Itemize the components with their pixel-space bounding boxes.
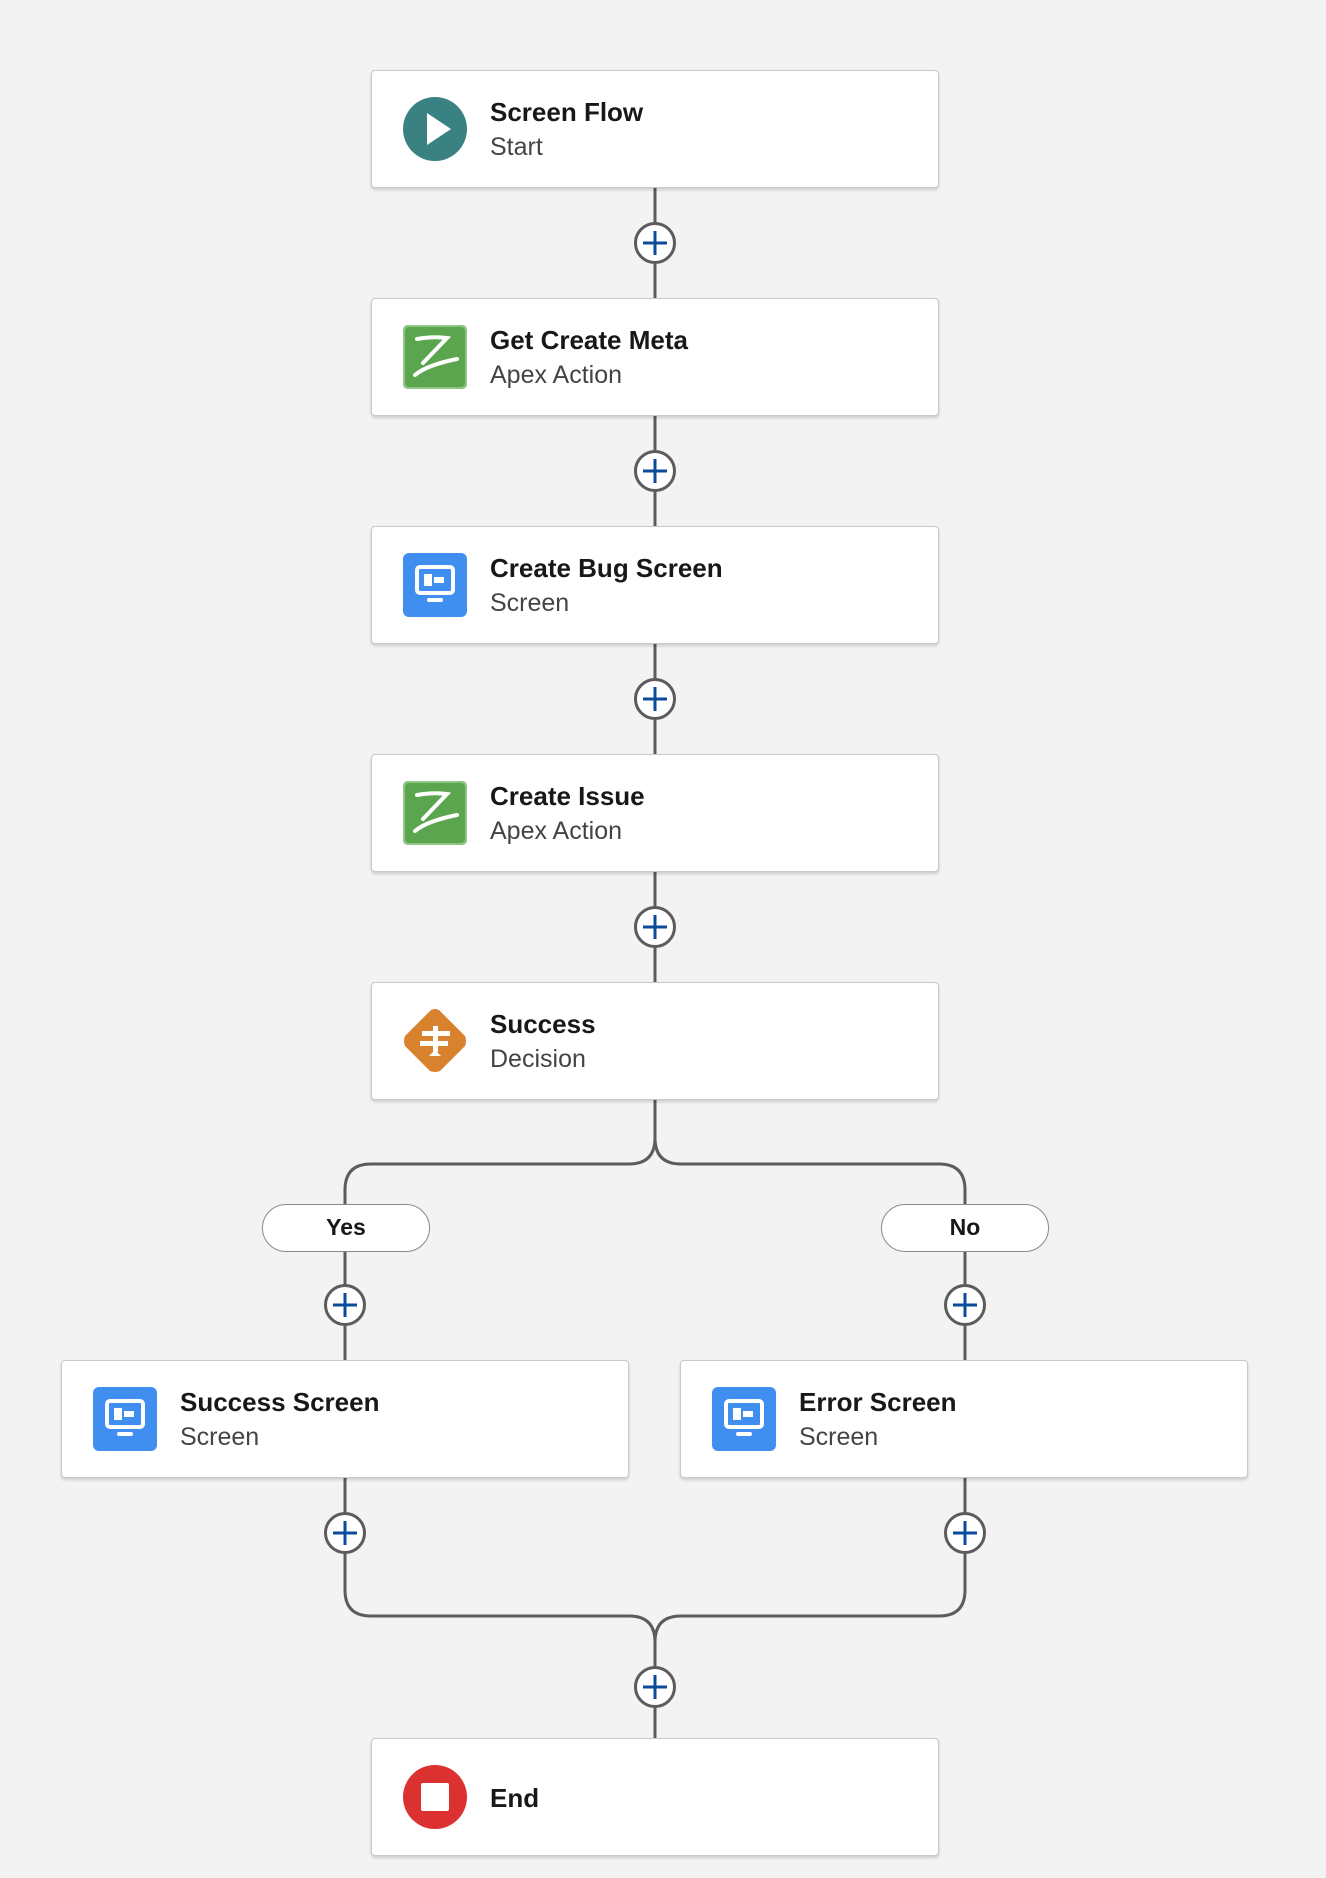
connector-error-screen-to-merge	[653, 1478, 967, 1738]
node-type: Decision	[490, 1045, 586, 1073]
add-element-button-before-end[interactable]	[634, 1666, 676, 1708]
node-success-decision[interactable]: Success Decision	[371, 982, 939, 1100]
node-type: Apex Action	[490, 361, 623, 389]
add-element-button-no[interactable]	[944, 1284, 986, 1326]
screen-icon	[93, 1387, 157, 1451]
decision-icon	[403, 1009, 467, 1073]
add-element-button[interactable]	[634, 450, 676, 492]
add-element-button[interactable]	[634, 906, 676, 948]
branch-label-yes[interactable]: Yes	[262, 1204, 430, 1252]
node-title: Get Create Meta	[490, 325, 688, 355]
screen-icon	[403, 553, 467, 617]
node-error-screen[interactable]: Error Screen Screen	[680, 1360, 1248, 1478]
add-element-button-after-success[interactable]	[324, 1512, 366, 1554]
screen-icon	[712, 1387, 776, 1451]
node-create-issue[interactable]: Create Issue Apex Action	[371, 754, 939, 872]
node-type: Screen	[490, 589, 570, 617]
node-title: Create Bug Screen	[490, 553, 723, 583]
add-element-button-yes[interactable]	[324, 1284, 366, 1326]
stop-icon	[403, 1765, 467, 1829]
node-type: Apex Action	[490, 817, 623, 845]
node-title: Create Issue	[490, 781, 645, 811]
apex-action-icon	[403, 781, 467, 845]
node-type: Screen	[799, 1423, 879, 1451]
connector-success-screen-to-merge	[343, 1478, 657, 1738]
node-title: Screen Flow	[490, 97, 644, 127]
apex-action-icon	[403, 325, 467, 389]
node-get-create-meta[interactable]: Get Create Meta Apex Action	[371, 298, 939, 416]
node-create-bug-screen[interactable]: Create Bug Screen Screen	[371, 526, 939, 644]
play-icon	[403, 97, 467, 161]
add-element-button-after-error[interactable]	[944, 1512, 986, 1554]
node-type: Screen	[180, 1423, 260, 1451]
add-element-button[interactable]	[634, 222, 676, 264]
branch-label-no[interactable]: No	[881, 1204, 1049, 1252]
add-element-button[interactable]	[634, 678, 676, 720]
connector-decision-to-yes	[343, 1100, 657, 1360]
node-end[interactable]: End	[371, 1738, 939, 1856]
node-title: End	[490, 1783, 540, 1813]
node-title: Success Screen	[180, 1387, 380, 1417]
node-type: Start	[490, 133, 543, 161]
node-success-screen[interactable]: Success Screen Screen	[61, 1360, 629, 1478]
node-title: Error Screen	[799, 1387, 957, 1417]
node-screen-flow-start[interactable]: Screen Flow Start	[371, 70, 939, 188]
connector-decision-to-no	[653, 1100, 967, 1360]
node-title: Success	[490, 1009, 596, 1039]
